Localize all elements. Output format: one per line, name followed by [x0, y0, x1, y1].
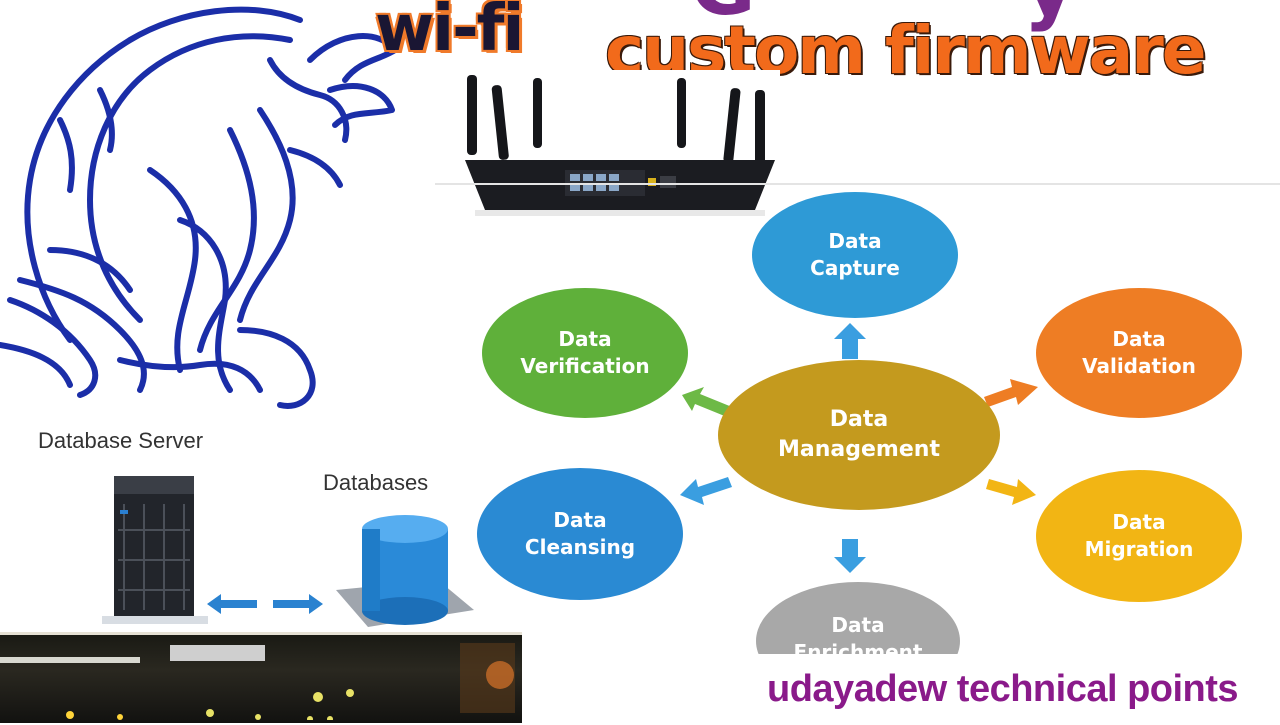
router-icon: [460, 70, 780, 220]
node-capture-line1: Data: [828, 229, 882, 253]
node-management-line2: Management: [778, 437, 940, 462]
node-verification-line2: Verification: [520, 354, 650, 378]
node-migration-line1: Data: [1112, 510, 1166, 534]
node-verification-line1: Data: [558, 327, 612, 351]
node-cleansing-line1: Data: [553, 508, 607, 532]
wifi-title: wi-fi: [375, 0, 524, 66]
database-server-label: Database Server: [38, 428, 204, 453]
databases-label: Databases: [323, 470, 429, 495]
server-tower-icon: [100, 470, 210, 625]
database-cylinder-icon: [328, 505, 478, 630]
dragon-logo-panel: [0, 0, 420, 425]
top-cut-letters: G y: [690, 0, 1196, 33]
divider: [435, 183, 1280, 185]
node-management-line1: Data: [829, 407, 889, 433]
diagram-arrows: [670, 315, 1050, 585]
router-image: [455, 70, 785, 220]
server-rack-photo: [0, 632, 522, 723]
bottom-band: [740, 654, 1280, 720]
channel-watermark: udayadew technical points: [767, 668, 1239, 710]
node-capture-line2: Capture: [810, 256, 900, 280]
node-validation-line2: Validation: [1082, 354, 1196, 378]
node-validation-line1: Data: [1112, 327, 1166, 351]
dragon-logo: [0, 6, 398, 409]
node-cleansing-line2: Cleansing: [524, 535, 636, 559]
data-flow-arrows: [205, 590, 325, 620]
node-enrichment-line1: Data: [831, 613, 885, 637]
node-migration-line2: Migration: [1084, 537, 1194, 561]
